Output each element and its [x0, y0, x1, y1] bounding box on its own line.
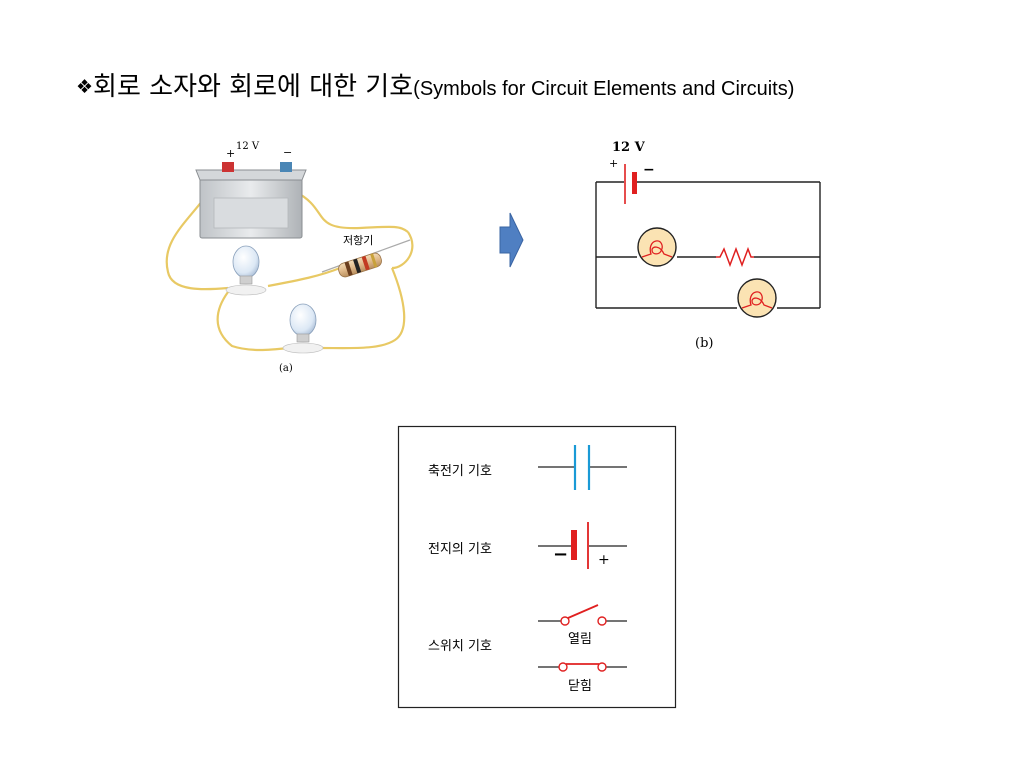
battery-minus-sign: − — [553, 544, 568, 565]
battery-plus-sign: + — [226, 147, 235, 160]
switch-closed-symbol-icon — [538, 662, 627, 672]
figure-a-pictorial-circuit: + 12 V − 저항기 (a) — [165, 141, 414, 374]
schematic-minus-sign: − — [643, 162, 655, 178]
figure-a-caption: (a) — [279, 363, 293, 374]
diamond-bullet-icon: ❖ — [76, 76, 94, 98]
resistor-icon — [321, 239, 411, 278]
slide-title: ❖회로 소자와 회로에 대한 기호(Symbols for Circuit El… — [76, 66, 794, 103]
right-arrow-icon — [499, 212, 524, 268]
wires — [165, 187, 414, 352]
switch-symbol-label: 스위치 기호 — [428, 639, 492, 654]
title-english: (Symbols for Circuit Elements and Circui… — [413, 78, 795, 100]
lamp-symbol-icon — [737, 278, 777, 318]
schematic-wires — [595, 181, 821, 309]
lamp-symbol-icon — [637, 227, 677, 267]
battery-symbol-label: 전지의 기호 — [428, 542, 492, 557]
battery-symbol — [624, 164, 637, 204]
capacitor-symbol-icon — [538, 445, 627, 490]
symbol-legend-box: 축전기 기호 전지의 기호 − + 스위치 기호 열림 — [397, 425, 677, 709]
battery-voltage-label: 12 V — [236, 141, 260, 152]
battery-plus-sign: + — [598, 552, 610, 568]
switch-closed-label: 닫힘 — [568, 679, 592, 694]
schematic-plus-sign: + — [609, 157, 618, 170]
resistor-zigzag-icon — [716, 246, 754, 268]
title-korean: 회로 소자와 회로에 대한 기호 — [93, 72, 414, 102]
battery-symbol-icon — [538, 522, 627, 569]
schematic-voltage-label: 12 V — [612, 140, 646, 155]
capacitor-label: 축전기 기호 — [428, 464, 492, 479]
battery-minus-sign: − — [283, 146, 292, 159]
light-bulb-icon — [282, 303, 324, 354]
switch-open-symbol-icon — [538, 604, 627, 626]
car-battery-icon — [195, 162, 307, 239]
figure-b-schematic: + 12 V − (b) — [595, 140, 821, 351]
figure-b-caption: (b) — [695, 336, 713, 351]
switch-open-label: 열림 — [568, 632, 592, 647]
light-bulb-icon — [225, 245, 267, 296]
resistor-label: 저항기 — [343, 234, 373, 247]
